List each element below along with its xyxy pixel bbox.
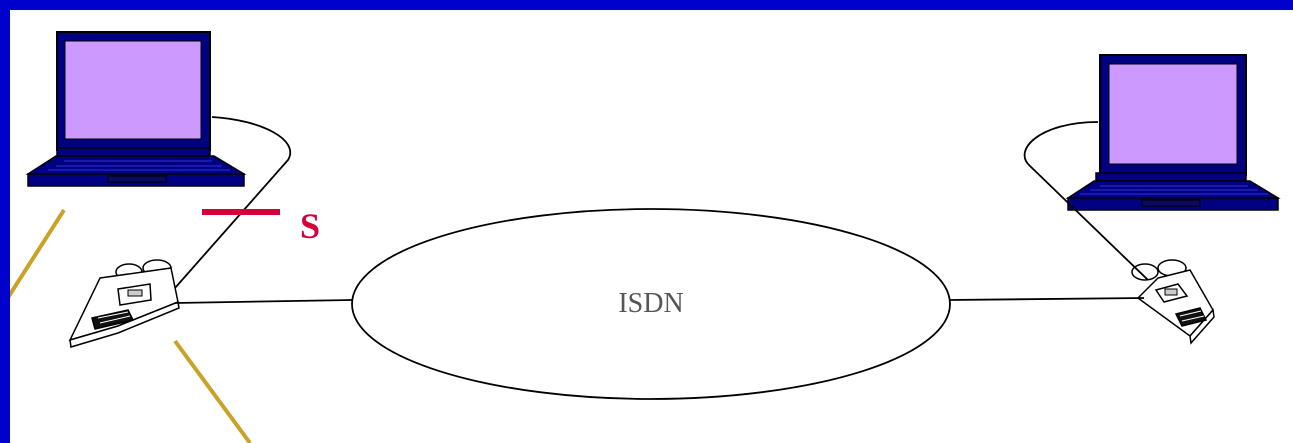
diagram-canvas: ISDN S — [10, 10, 1293, 443]
isdn-network-ellipse — [351, 208, 951, 400]
right-laptop-to-terminal-cable — [1023, 121, 1149, 281]
left-terminal-device-icon — [68, 259, 180, 348]
left-laptop-to-terminal-cable — [174, 116, 291, 289]
callout-line-bottom — [173, 339, 252, 443]
left-laptop-icon — [25, 31, 247, 187]
s-reference-point-label: S — [300, 206, 320, 246]
right-laptop-icon — [1065, 54, 1281, 211]
callout-line-left — [10, 208, 66, 299]
left-terminal-to-network-line — [174, 299, 353, 304]
network-to-right-terminal-line — [948, 297, 1145, 301]
right-terminal-device-icon — [1131, 259, 1215, 345]
isdn-network-label: ISDN — [618, 288, 683, 319]
